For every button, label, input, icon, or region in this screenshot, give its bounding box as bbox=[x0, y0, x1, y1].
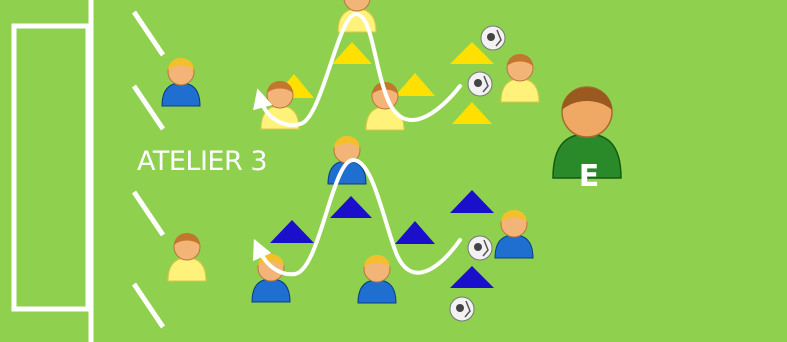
player-blue bbox=[252, 254, 290, 302]
marker-line-4 bbox=[134, 284, 163, 327]
ball bbox=[481, 26, 505, 50]
coach-letter: E bbox=[579, 159, 600, 194]
blue-cone bbox=[270, 220, 314, 243]
player-blue bbox=[495, 210, 533, 258]
player-yellow bbox=[168, 233, 206, 281]
marker-line-1 bbox=[134, 12, 163, 55]
ball bbox=[468, 236, 492, 260]
blue-cone bbox=[450, 266, 494, 288]
marker-line-2 bbox=[134, 86, 163, 129]
ball bbox=[450, 297, 474, 321]
blue-cone bbox=[395, 221, 435, 244]
player-blue bbox=[328, 136, 366, 184]
player-yellow bbox=[501, 54, 539, 102]
coach: E bbox=[553, 87, 621, 194]
yellow-cone bbox=[452, 102, 492, 124]
player-blue bbox=[162, 58, 200, 106]
station-label: ATELIER 3 bbox=[137, 146, 267, 177]
blue-cone bbox=[330, 196, 372, 218]
goal-area bbox=[14, 26, 88, 309]
marker-line-3 bbox=[134, 192, 163, 235]
ball bbox=[468, 72, 492, 96]
player-blue bbox=[358, 255, 396, 303]
blue-cone bbox=[450, 190, 494, 213]
yellow-cone bbox=[395, 73, 435, 96]
